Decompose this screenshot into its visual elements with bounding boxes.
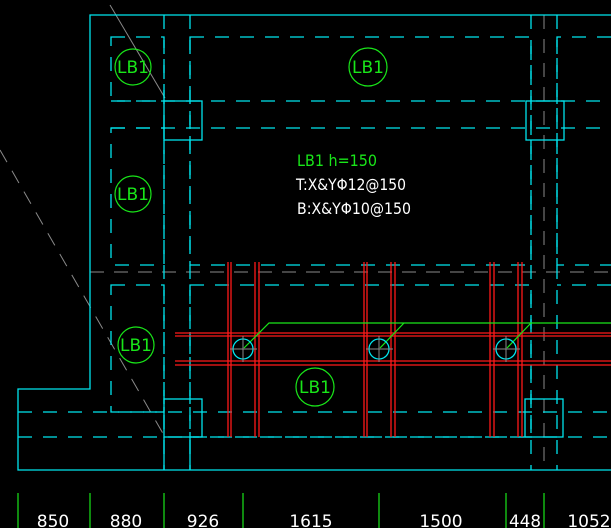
slab-tag-label: LB1 — [299, 378, 331, 398]
slab-tag[interactable]: LB1 — [348, 47, 388, 87]
dimension-label: 850 — [37, 512, 69, 528]
leaders — [230, 322, 611, 362]
dimension-label: 880 — [110, 512, 142, 528]
slab-tag-label: LB1 — [117, 185, 149, 205]
column[interactable] — [163, 398, 203, 438]
dimension-label: 448 — [509, 512, 541, 528]
slab-note-top-rebar: T:X&YΦ12@150 — [295, 175, 406, 194]
slab-tag-label: LB1 — [117, 58, 149, 78]
slab-tag-label: LB1 — [352, 58, 384, 78]
dimension-label: 1052 — [567, 512, 610, 528]
slab-tag[interactable]: LB1 — [114, 48, 152, 86]
slab-tag-label: LB1 — [120, 336, 152, 356]
slab-tag[interactable]: LB1 — [114, 175, 152, 213]
slab-tag[interactable]: LB1 — [295, 367, 335, 407]
dimension-label: 1500 — [419, 512, 462, 528]
slab-note-bottom-rebar: B:X&YΦ10@150 — [297, 199, 411, 218]
axis-lines — [0, 4, 611, 470]
column[interactable] — [163, 100, 203, 141]
dimension-label: 1615 — [289, 512, 332, 528]
beam-edges — [18, 15, 611, 470]
slab-note-title: LB1 h=150 — [297, 151, 377, 170]
slab-tag[interactable]: LB1 — [117, 326, 155, 364]
column[interactable] — [525, 100, 565, 141]
dimension-label: 926 — [187, 512, 219, 528]
dimension-row: 850 880 926 1615 1500 448 1052 — [17, 493, 611, 528]
slab-note[interactable]: LB1 h=150 T:X&YΦ12@150 B:X&YΦ10@150 — [295, 151, 411, 218]
